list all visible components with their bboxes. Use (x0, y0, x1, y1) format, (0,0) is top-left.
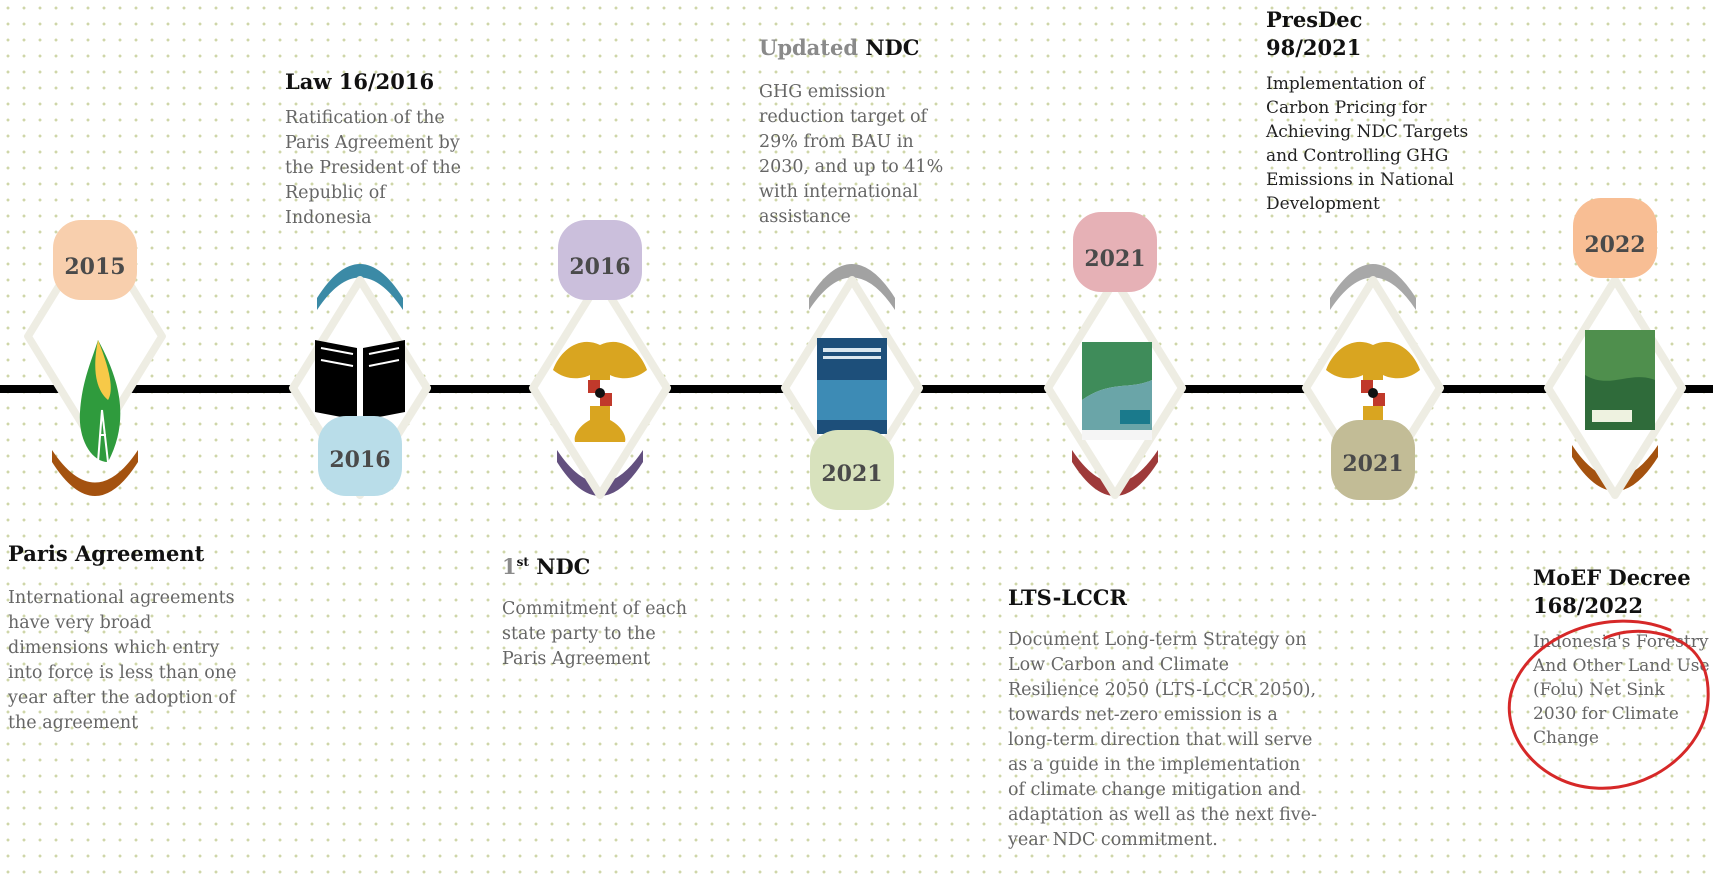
node-arc (557, 450, 643, 496)
event-title: 1st NDC (502, 548, 697, 581)
timeline-node-2016-law: 2016 (285, 230, 435, 499)
event-paris-agreement: Paris Agreement International agreements… (8, 540, 238, 736)
timeline-node-2022: 2022 (1540, 198, 1690, 499)
event-description: International agreements have very broad… (8, 588, 237, 733)
node-arc (809, 264, 895, 310)
node-arc (52, 450, 138, 496)
event-title: PresDec 98/2021 (1266, 7, 1363, 60)
node-arc (1072, 450, 1158, 496)
year-badge (558, 220, 642, 300)
node-arc (1330, 264, 1416, 310)
year-badge (1331, 420, 1415, 500)
updated-ndc-document-cover (817, 338, 887, 434)
event-moef-decree: MoEF Decree 168/2022 Indonesia's Forestr… (1533, 564, 1711, 750)
year-badge-label: 2015 (64, 254, 125, 280)
event-lts-lccr: LTS-LCCR Document Long-term Strategy on … (1008, 584, 1318, 853)
event-description: Ratification of the Paris Agreement by t… (285, 108, 461, 228)
year-badge-label: 2021 (821, 461, 882, 487)
red-annotation-circle (1507, 619, 1710, 790)
event-description: GHG emission reduction target of 29% fro… (759, 82, 944, 227)
year-badge (1573, 198, 1657, 278)
title-superscript: st (516, 555, 529, 569)
year-badge (318, 416, 402, 496)
node-arc (1572, 445, 1658, 491)
timeline-node-2016-ndc: 2016 (525, 220, 675, 499)
timeline-node-2021-updated-ndc: 2021 (777, 230, 927, 510)
folu-document-cover (1585, 330, 1655, 430)
event-description: Indonesia's Forestry And Other Land Use … (1533, 632, 1710, 748)
timeline-node-2021-lts-lccr: 2021 (1040, 212, 1190, 499)
event-first-ndc: 1st NDC Commitment of each state party t… (502, 548, 697, 672)
timeline-node-2015: 2015 (20, 220, 170, 496)
open-book-icon (315, 340, 405, 420)
year-badge-label: 2022 (1584, 232, 1645, 258)
garuda-emblem-icon (553, 341, 647, 442)
event-title: Updated NDC (759, 34, 959, 62)
title-muted: Updated (759, 35, 859, 60)
year-badge (1073, 212, 1157, 292)
node-arc (317, 264, 403, 310)
year-badge-label: 2016 (569, 254, 630, 280)
title-main: NDC (536, 554, 591, 579)
event-description: Commitment of each state party to the Pa… (502, 599, 687, 669)
year-badge (53, 220, 137, 300)
event-updated-ndc: Updated NDC GHG emission reduction targe… (759, 34, 959, 230)
year-badge-label: 2021 (1084, 246, 1145, 272)
lts-lccr-document-cover (1082, 342, 1152, 440)
event-description: Implementation of Carbon Pricing for Ach… (1266, 74, 1469, 214)
event-title: MoEF Decree 168/2022 (1533, 565, 1691, 618)
event-presdec-98-2021: PresDec 98/2021 Implementation of Carbon… (1266, 6, 1481, 216)
title-prefix: 1 (502, 554, 517, 579)
event-title: Paris Agreement (8, 541, 205, 566)
garuda-emblem-icon (1326, 341, 1420, 442)
event-title: Law 16/2016 (285, 69, 435, 94)
event-law-16-2016: Law 16/2016 Ratification of the Paris Ag… (285, 68, 470, 231)
event-title: LTS-LCCR (1008, 585, 1127, 610)
timeline-node-2021-presdec: 2021 (1298, 230, 1448, 500)
leaf-eiffel-icon (79, 340, 121, 463)
year-badge (810, 430, 894, 510)
year-badge-label: 2021 (1342, 451, 1403, 477)
title-main: NDC (865, 35, 920, 60)
year-badge-label: 2016 (329, 447, 390, 473)
event-description: Document Long-term Strategy on Low Carbo… (1008, 630, 1317, 850)
